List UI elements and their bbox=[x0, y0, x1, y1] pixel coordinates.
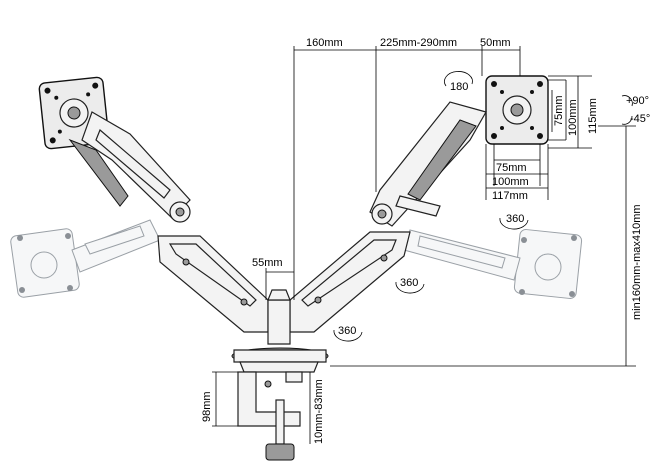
right-upper-arm bbox=[369, 101, 487, 227]
tilt-up-label: +90° bbox=[626, 95, 649, 107]
center-pole bbox=[267, 289, 291, 345]
left-lower-arm bbox=[157, 235, 269, 333]
rotation-arrows bbox=[333, 71, 633, 342]
right-arm-faint bbox=[403, 229, 521, 281]
desk-clamp bbox=[237, 371, 303, 461]
left-arm-faint bbox=[71, 219, 161, 273]
dim-clamp-10-83mm: 10mm-83mm bbox=[313, 379, 325, 444]
dim-160mm: 160mm bbox=[306, 37, 343, 49]
left-upper-arm bbox=[68, 111, 191, 223]
dim-117mm-horizontal: 117mm bbox=[492, 190, 528, 202]
right-vesa-plate bbox=[485, 75, 549, 145]
dim-225-290mm: 225mm-290mm bbox=[380, 37, 457, 49]
rotation-360-bottom-label: 360 bbox=[338, 325, 356, 337]
left-vesa-plate-faint bbox=[10, 228, 80, 298]
dim-75mm-vertical: 75mm bbox=[553, 95, 565, 126]
tilt-down-label: -45° bbox=[630, 113, 650, 125]
rotation-360-top-label: 360 bbox=[506, 213, 524, 225]
right-lower-arm bbox=[289, 231, 411, 333]
dim-arm-gap-55mm: 55mm bbox=[252, 257, 283, 269]
dim-50mm: 50mm bbox=[480, 37, 511, 49]
dim-100mm-horizontal: 100mm bbox=[492, 176, 529, 188]
dim-base-98mm: 98mm bbox=[201, 391, 213, 422]
right-vesa-plate-faint bbox=[513, 229, 583, 299]
dim-115mm-vertical: 115mm bbox=[587, 98, 599, 134]
rotation-360-mid-label: 360 bbox=[400, 277, 418, 289]
rotation-180-label: 180 bbox=[450, 81, 468, 93]
dim-100mm-vertical: 100mm bbox=[567, 99, 579, 136]
dim-75mm-horizontal: 75mm bbox=[496, 162, 527, 174]
desk-base bbox=[231, 347, 329, 373]
dim-height-range: min160mm-max410mm bbox=[631, 204, 643, 320]
dimension-lines bbox=[212, 46, 636, 444]
left-vesa-plate bbox=[38, 76, 110, 150]
